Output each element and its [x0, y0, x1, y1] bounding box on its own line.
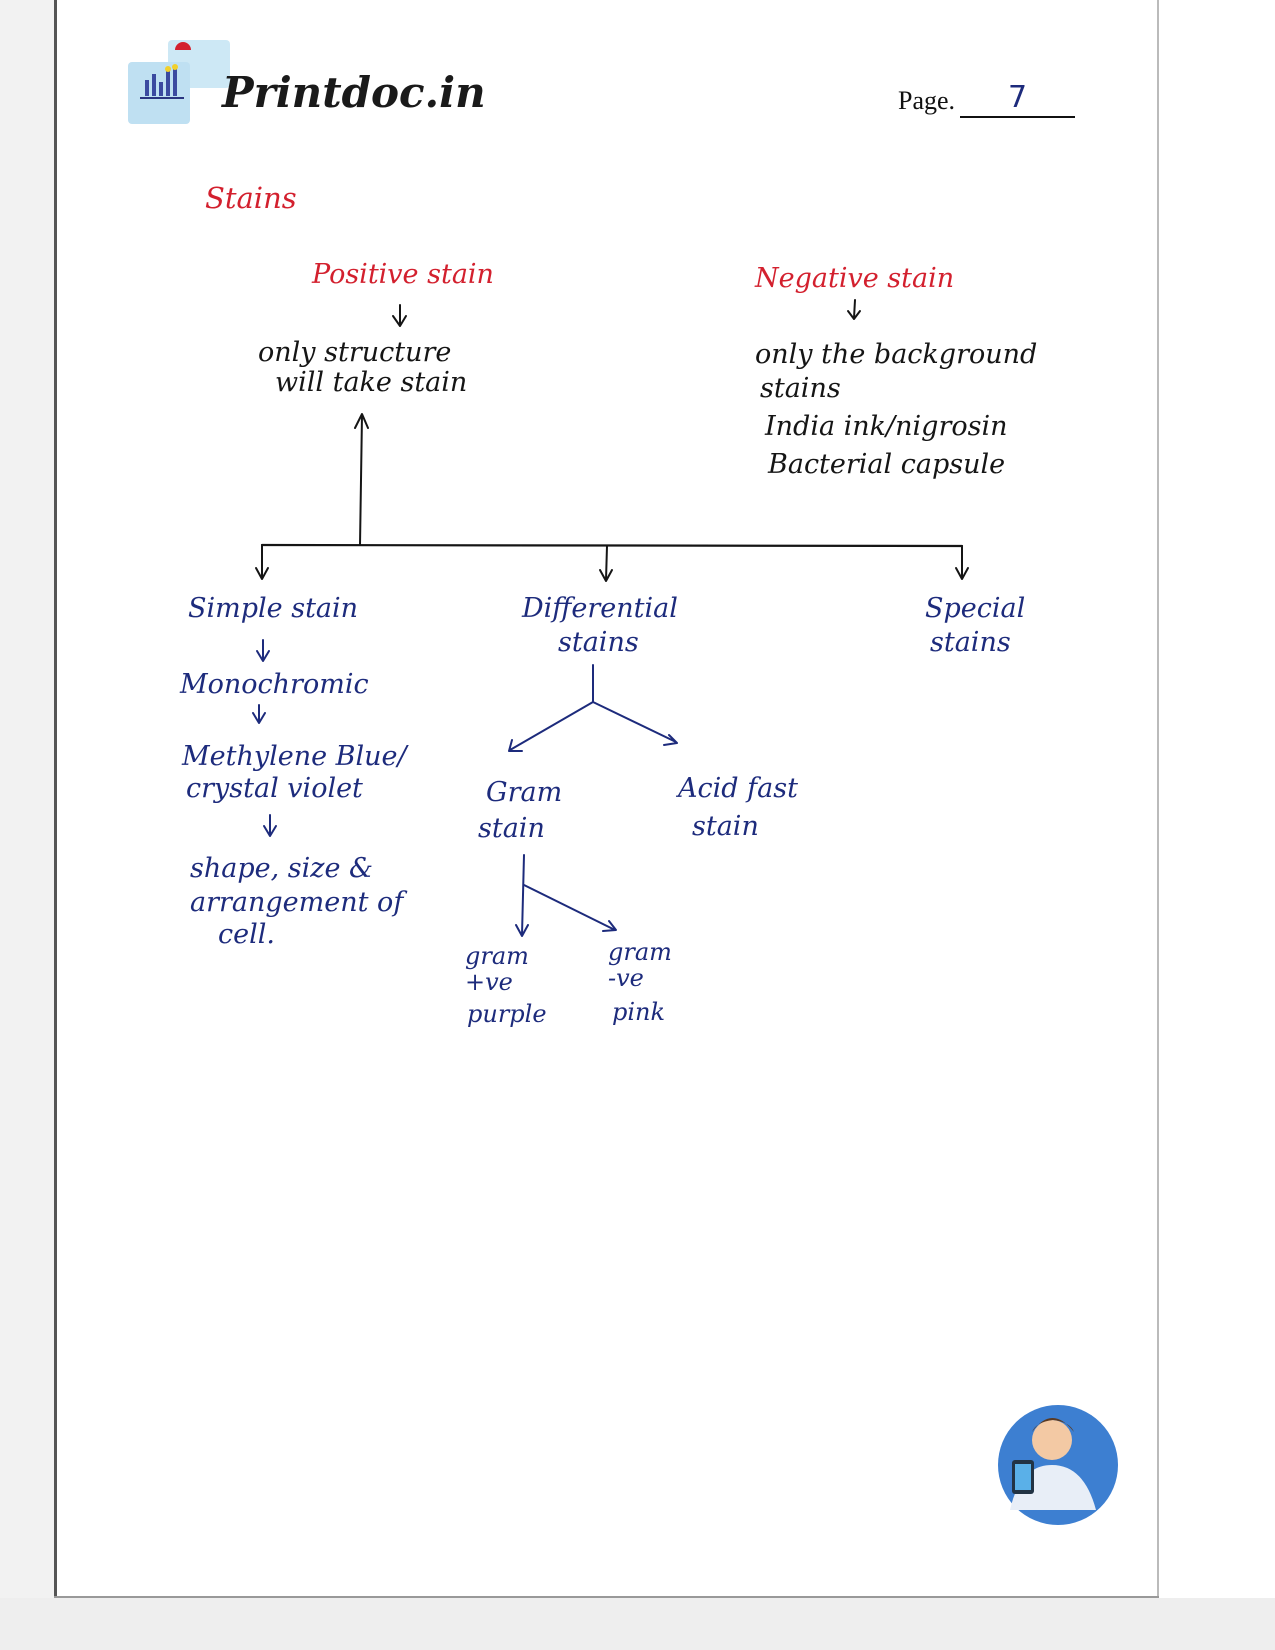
negative-desc-line4: Bacterial capsule — [768, 449, 1006, 480]
arrow-down-icon — [392, 304, 407, 327]
page-title: Stains — [205, 181, 297, 215]
page-edge-left — [54, 0, 57, 1598]
positive-stain-heading: Positive stain — [312, 259, 494, 290]
positive-desc-line1: only structure — [258, 337, 452, 368]
gram-stain-line1: Gram — [486, 777, 563, 808]
avatar-icon — [998, 1405, 1118, 1525]
simple-result-line1: shape, size & — [190, 853, 374, 884]
simple-step-dyes-line2: crystal violet — [186, 773, 363, 804]
negative-desc-line3: India ink/nigrosin — [765, 411, 1008, 442]
gram-positive-line3: purple — [467, 1000, 547, 1028]
gram-stain-line2: stain — [478, 813, 545, 844]
page-number: 7 — [960, 80, 1075, 118]
gram-negative-line1: gram — [608, 938, 672, 966]
simple-result-line2: arrangement of — [190, 887, 404, 918]
gram-positive-line2: +ve — [465, 968, 513, 996]
arrow-up-icon — [354, 413, 369, 546]
scan-margin-bottom — [0, 1598, 1275, 1650]
negative-stain-heading: Negative stain — [755, 263, 955, 294]
page-label: Page. — [898, 86, 956, 115]
acid-fast-line2: stain — [692, 811, 759, 842]
differential-heading-line1: Differential — [522, 593, 678, 624]
negative-desc-line1: only the background — [755, 339, 1038, 370]
page-edge-bottom — [54, 1596, 1159, 1598]
brand-logo-text: Printdoc.in — [222, 68, 486, 117]
simple-result-line3: cell. — [218, 919, 275, 950]
arrow-down-icon — [847, 299, 861, 320]
simple-stain-heading: Simple stain — [188, 593, 359, 624]
gram-positive-line1: gram — [465, 942, 529, 970]
simple-step-dyes-line1: Methylene Blue/ — [182, 741, 407, 772]
simple-step-monochromic: Monochromic — [180, 669, 369, 700]
special-stains-line2: stains — [930, 627, 1011, 658]
page-edge-right — [1157, 0, 1159, 1598]
negative-desc-line2: stains — [760, 373, 841, 404]
scan-margin — [0, 0, 54, 1650]
special-stains-line1: Special — [925, 593, 1026, 624]
printdoc-logo-icon — [128, 40, 230, 124]
gram-negative-line3: pink — [612, 998, 666, 1026]
acid-fast-line1: Acid fast — [678, 773, 798, 804]
gram-negative-line2: -ve — [608, 964, 644, 992]
positive-desc-line2: will take stain — [275, 367, 468, 398]
differential-heading-line2: stains — [558, 627, 639, 658]
